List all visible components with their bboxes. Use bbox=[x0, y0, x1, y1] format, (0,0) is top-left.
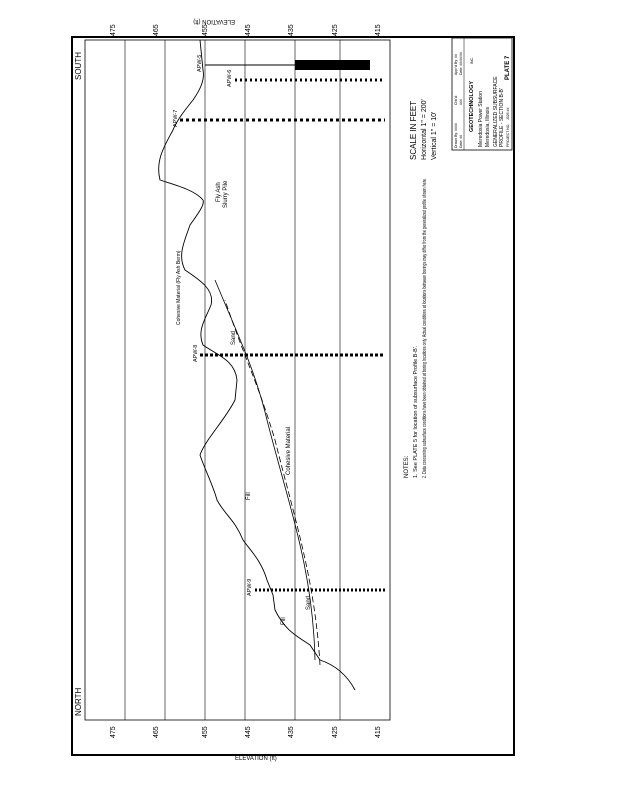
ground-surface-line bbox=[158, 39, 356, 691]
label-fly-ash: Fly Ash bbox=[216, 182, 222, 202]
north-label: NORTH bbox=[74, 687, 83, 716]
sheet-border bbox=[71, 36, 515, 756]
tb-title-1: GENERALIZED SUBSURFACE bbox=[493, 76, 499, 147]
tb-firm-sub: INC. bbox=[470, 57, 474, 64]
elevation-axis-title-south: ELEVATION (ft) bbox=[193, 18, 235, 24]
label-cohesive-berm: Cohesive Material (Fly Ash Berm) bbox=[176, 250, 182, 325]
elevation-ticks-north: 475 465 455 445 435 425 415 bbox=[110, 726, 382, 738]
boring-label-apw7: APW-7 bbox=[173, 110, 179, 127]
label-cohesive-material: Cohesive Material bbox=[286, 427, 292, 475]
tb-date-1: Date: ## bbox=[459, 135, 463, 148]
base-of-fill-line bbox=[224, 299, 321, 666]
tb-chkd: Chk'd: bbox=[454, 95, 458, 105]
title-block: Drawn By: #### Chk'd: Appr'd By: ## Date… bbox=[451, 37, 513, 151]
boring-label-apw6: APW-6 bbox=[227, 70, 233, 87]
tick-south-415: 415 bbox=[375, 24, 382, 36]
scale-horizontal: Horizontal 1" = 200' bbox=[421, 99, 428, 160]
tb-apprd-by: Appr'd By: ## bbox=[454, 54, 458, 75]
boring-apw5-log bbox=[295, 60, 370, 70]
tick-south-425: 425 bbox=[332, 24, 339, 36]
tb-project-no-value: J026 ## bbox=[506, 107, 510, 120]
profile-section: NORTH SOUTH 475 465 455 445 435 425 415 … bbox=[74, 18, 391, 762]
boring-label-apw5: APW-5 bbox=[197, 55, 203, 72]
tick-north-475: 475 bbox=[110, 726, 117, 738]
tb-title-2: PROFILE - SECTION B-B' bbox=[499, 88, 505, 147]
tick-north-435: 435 bbox=[288, 726, 295, 738]
notes-heading: NOTES: bbox=[404, 455, 410, 478]
scale-title: SCALE IN FEET bbox=[409, 101, 418, 160]
tick-south-445: 445 bbox=[245, 24, 252, 36]
note-2: 2. Data concerning subsurface conditions… bbox=[422, 178, 428, 478]
boring-label-apw9: APW-9 bbox=[247, 579, 253, 596]
boring-label-apw8: APW-8 bbox=[193, 345, 199, 362]
elevation-axis-title-north: ELEVATION (ft) bbox=[235, 756, 277, 762]
label-sand-lower: Sand bbox=[306, 596, 312, 610]
note-1: 1. See PLATE 5 for location of subsurfac… bbox=[413, 345, 419, 478]
boring-labels: APW-9 APW-8 APW-7 APW-6 APW-5 bbox=[173, 55, 253, 596]
tb-plate: PLATE 7 bbox=[505, 55, 511, 80]
tick-south-475: 475 bbox=[110, 24, 117, 36]
tb-location: Meredosia, Illinois bbox=[485, 106, 491, 147]
tick-south-435: 435 bbox=[288, 24, 295, 36]
profile-frame bbox=[84, 39, 391, 721]
label-fill-lower: Fill bbox=[281, 617, 287, 625]
scale-block: SCALE IN FEET Horizontal 1" = 200' Verti… bbox=[409, 99, 438, 160]
title-block-frame bbox=[451, 37, 513, 151]
tb-firm: GEOTECHNOLOGY bbox=[469, 81, 475, 132]
south-label: SOUTH bbox=[74, 52, 83, 80]
elevation-ticks-south: 475 465 455 445 435 425 415 bbox=[110, 24, 382, 36]
boring-logs bbox=[180, 60, 385, 592]
tick-north-465: 465 bbox=[153, 726, 160, 738]
tb-drawn-by: Drawn By: #### bbox=[454, 123, 458, 148]
tb-project-no: PROJECT NO. bbox=[506, 124, 510, 147]
tick-north-415: 415 bbox=[375, 726, 382, 738]
tick-north-425: 425 bbox=[332, 726, 339, 738]
elevation-gridlines bbox=[124, 40, 341, 720]
tick-north-455: 455 bbox=[202, 726, 209, 738]
tick-north-445: 445 bbox=[245, 726, 252, 738]
tick-south-465: 465 bbox=[153, 24, 160, 36]
label-slurry-pile: Slurry Pile bbox=[223, 180, 229, 208]
tb-mid-2: ### bbox=[459, 99, 463, 105]
label-sand-mid: Sand bbox=[231, 331, 237, 345]
label-fill-upper: Fill bbox=[246, 492, 252, 500]
notes-block: NOTES: 1. See PLATE 5 for location of su… bbox=[404, 178, 428, 478]
tick-south-455: 455 bbox=[202, 24, 209, 36]
scale-vertical: Vertical 1" = 10' bbox=[431, 112, 438, 160]
material-labels: Fill Sand Fill Cohesive Material Sand Co… bbox=[176, 180, 312, 625]
top-of-sand-line bbox=[214, 279, 316, 661]
tb-date-2: Date: ##/##/## bbox=[459, 52, 463, 75]
tb-project: Meredosia Power Station bbox=[478, 91, 484, 147]
